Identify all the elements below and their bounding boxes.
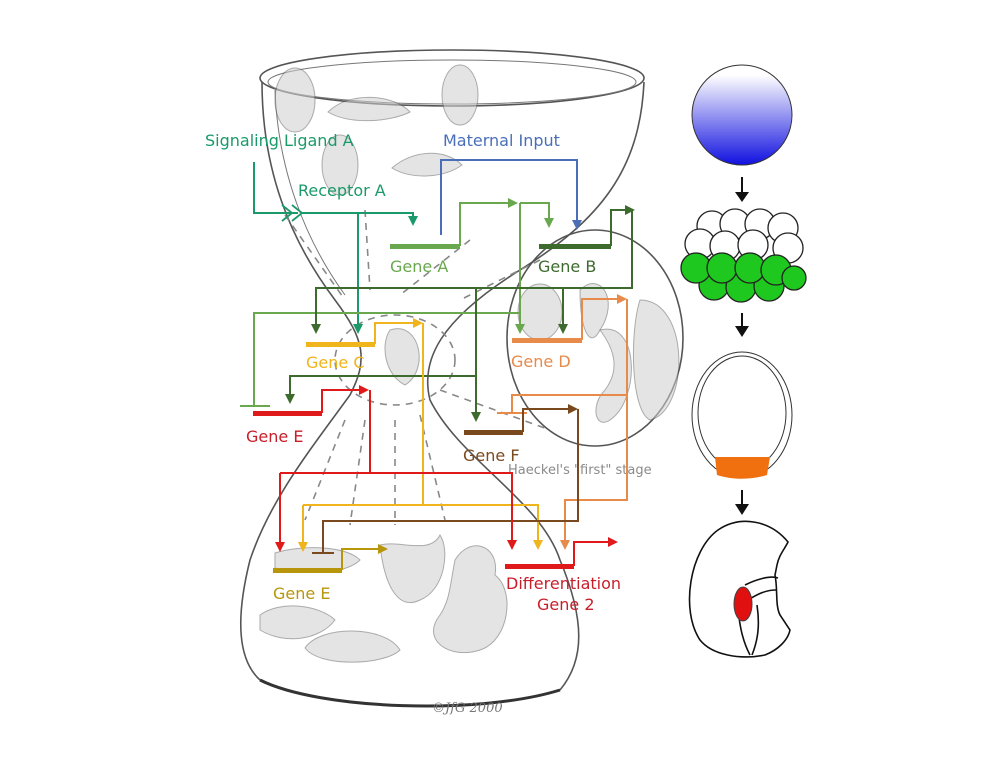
embryo-sketch-8: [595, 328, 632, 423]
gastrula-mesoderm: [733, 586, 753, 622]
turtle-sketch: [304, 630, 401, 663]
gene-d-wires: [497, 294, 628, 550]
morula-stage: [680, 208, 807, 303]
arrow-down-icon: [735, 326, 749, 337]
gastrula-stage: [688, 520, 791, 658]
diff-gene-label-line2: Gene 2: [537, 595, 595, 614]
gene-e-bar: [253, 411, 322, 416]
arrow-down-icon: [735, 504, 749, 515]
haeckel-caption: Haeckel's "first" stage: [508, 463, 652, 478]
embryo-sketch-5: [391, 152, 463, 177]
gene-d-bar: [512, 338, 582, 343]
gene-f-label: Gene F: [463, 446, 520, 465]
diff-gene-label-line1: Differentiation: [506, 574, 621, 593]
gene-d-label: Gene D: [511, 352, 571, 371]
gene-e-wires: [275, 385, 517, 552]
gene-c-wires: [298, 318, 543, 552]
gene-e-label: Gene E: [246, 427, 303, 446]
artist-signature: ©JfG 2000: [432, 701, 503, 716]
diff-gene-wires: [573, 537, 618, 566]
gene-a-wires: [240, 198, 554, 407]
embryo-sketch-2: [327, 96, 411, 122]
hourglass-base: [259, 678, 561, 708]
frog-sketch: [259, 605, 336, 640]
gene-a-bar: [390, 244, 460, 249]
gene-f-bar: [464, 430, 523, 435]
maternal-input-label: Maternal Input: [443, 131, 560, 150]
hourglass-sketch: Haeckel's "first" stage ©JfG 2000: [239, 49, 684, 716]
gene-c-label: Gene C: [306, 353, 364, 372]
diff-gene-bar: [505, 564, 574, 569]
gene-a-label: Gene A: [390, 257, 448, 276]
haeckel-stage-circle: [506, 229, 684, 447]
gene-b-label: Gene B: [538, 257, 596, 276]
arrow-down-icon: [735, 192, 749, 202]
gene-e-bottom-wires: [341, 544, 388, 570]
baby-sketch: [433, 545, 508, 654]
gene-e-bottom-label: Gene E: [273, 584, 330, 603]
embryo-sketch-9: [632, 299, 680, 421]
gene-b-wires: [285, 205, 635, 422]
gene-e-bottom-bar: [273, 568, 342, 573]
hourglass-right-wall: [426, 81, 645, 691]
gene-c-bar: [306, 342, 375, 347]
chicken-sketch: [379, 534, 446, 603]
embryo-sketch-1: [274, 67, 316, 133]
blastula-stage: [691, 351, 793, 479]
embryo-sketch-6: [517, 283, 563, 341]
egg-stage: [691, 64, 793, 166]
developmental-stages: [680, 64, 807, 658]
embryo-sketch-3: [441, 64, 479, 126]
embryo-sketch-10: [384, 328, 420, 386]
maternal-wires: [440, 159, 582, 235]
regulatory-network: Signaling Ligand A Receptor A Maternal I…: [205, 131, 635, 614]
receptor-label: Receptor A: [298, 181, 386, 200]
signaling-ligand-label: Signaling Ligand A: [205, 131, 354, 150]
gene-f-wires: [312, 404, 579, 554]
gene-b-bar: [539, 244, 611, 249]
embryo-sketch-4: [321, 134, 359, 196]
